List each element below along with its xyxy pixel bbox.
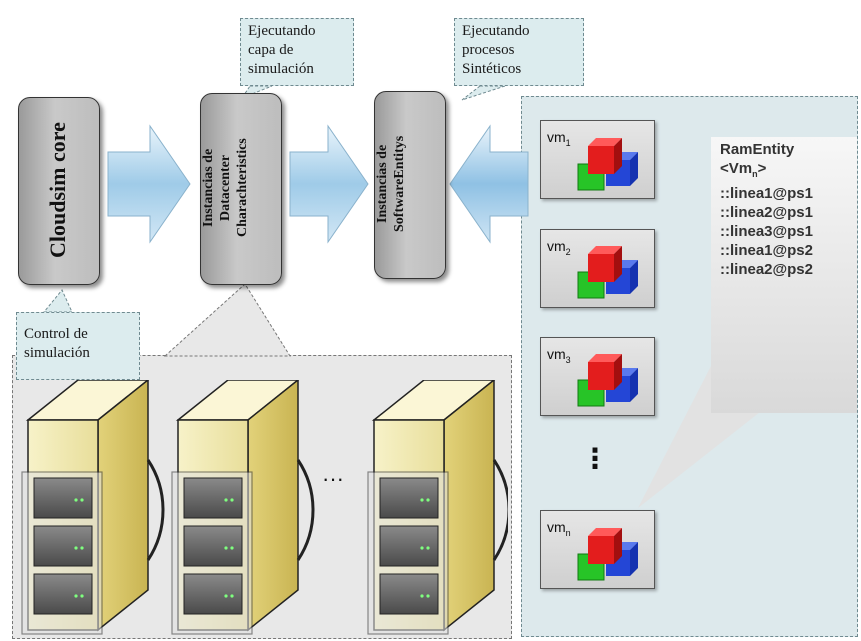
ram-entity-line-5: ::linea2@ps2 (720, 261, 813, 278)
vm-label-1-sub: 1 (565, 137, 571, 148)
callout-procesos-pointer (461, 85, 506, 101)
server-rack-1 (20, 380, 165, 636)
ram-entity-title: RamEntity (720, 141, 795, 158)
vm-label-3-base: vm (547, 346, 566, 362)
cloudsim-core-box (18, 97, 100, 285)
datacenter-line2: Datacenter (218, 154, 233, 222)
server-rack-group (20, 380, 508, 636)
callout-control-simulacion: Control de simulación (16, 312, 140, 380)
cloudsim-core-label: Cloudsim core (45, 122, 70, 258)
software-instances-label: Instancias de SoftwareEntitys (374, 91, 444, 277)
arrow-datacenter-to-software (289, 124, 369, 244)
ram-entity-note: RamEntity <Vmn> ::linea1@ps1 ::linea2@ps… (711, 137, 857, 413)
callout-procesos-sinteticos: Ejecutando procesos Sintéticos (454, 18, 584, 86)
ram-entity-line-4: ::linea1@ps2 (720, 242, 813, 259)
vm-label-n: vmn (547, 519, 571, 538)
callout-capa-line1: Ejecutando (248, 23, 316, 39)
arrow-core-to-datacenter (107, 124, 191, 244)
vm-label-2-sub: 2 (565, 246, 571, 257)
vm-tile-n: vmn (540, 510, 655, 589)
vm-label-3-sub: 3 (565, 354, 571, 365)
datacenter-line1: Instancias de (201, 148, 216, 228)
ram-vm-prefix: <Vm (720, 160, 753, 177)
ram-entity-line-2: ::linea2@ps1 (720, 204, 813, 221)
callout-control-line1: Control de (24, 326, 88, 342)
vm-label-2: vm2 (547, 238, 571, 257)
vm-tile-2: vm2 (540, 229, 655, 308)
vm-label-1: vm1 (547, 129, 571, 148)
callout-capa-line3: simulación (248, 61, 314, 77)
datacenter-line3: Charachteristics (235, 138, 250, 238)
ram-entity-line-1: ::linea1@ps1 (720, 185, 813, 202)
vm-tile-1: vm1 (540, 120, 655, 199)
datacenter-instances-box (200, 93, 282, 285)
callout-procesos-line2: procesos (462, 42, 515, 58)
software-line1: Instancias de (375, 144, 390, 224)
callout-capa-line2: capa de (248, 42, 294, 58)
ram-entity-line-3: ::linea3@ps1 (720, 223, 813, 240)
server-rack-2 (170, 380, 315, 636)
vm-label-2-base: vm (547, 238, 566, 254)
ram-entity-vm: <Vmn> (720, 159, 848, 184)
vm-tile-3: vm3 (540, 337, 655, 416)
datacenter-instances-label: Instancias de Datacenter Charachteristic… (200, 93, 280, 283)
vm-label-n-sub: n (565, 527, 571, 538)
callout-procesos-line3: Sintéticos (462, 61, 522, 77)
software-line2: SoftwareEntitys (392, 135, 407, 233)
vm-label-1-base: vm (547, 129, 566, 145)
callout-control-line2: simulación (24, 345, 90, 361)
server-ellipsis: ··· (322, 466, 344, 491)
vm-ellipsis: ⋮ (581, 442, 609, 475)
vm-label-3: vm3 (547, 346, 571, 365)
callout-control-pointer (42, 289, 73, 313)
vm-label-n-base: vm (547, 519, 566, 535)
server-panel-pointer (163, 283, 291, 357)
callout-procesos-line1: Ejecutando (462, 23, 530, 39)
arrow-vms-to-software (449, 124, 529, 244)
server-rack-3 (366, 380, 508, 636)
software-instances-box (374, 91, 446, 279)
ram-vm-sub: n (752, 169, 758, 179)
ram-vm-suffix: > (757, 160, 767, 177)
callout-capa-simulacion: Ejecutando capa de simulación (240, 18, 354, 86)
